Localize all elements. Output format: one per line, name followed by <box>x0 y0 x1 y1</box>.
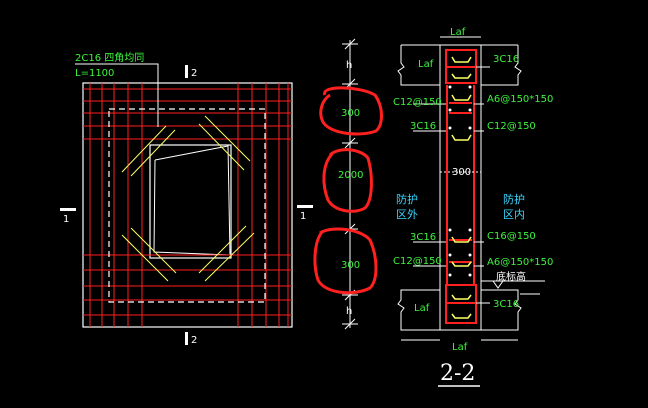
dimension-chain: h 300 2000 300 h <box>313 38 383 330</box>
section-mark-top <box>185 65 188 78</box>
section-mark-left-label: 1 <box>63 214 69 225</box>
protected-outside-1: 防护 <box>396 192 418 206</box>
rebar-note-line1: 2C16 四角均同 <box>75 52 144 64</box>
stirrup-right-3: C16@150 <box>487 231 536 242</box>
section-mark-right <box>297 205 313 208</box>
laf-left-top-label: Laf <box>418 59 434 70</box>
stirrup-right-4: A6@150*150 <box>487 257 553 268</box>
section-title: 2-2 <box>440 361 475 386</box>
laf-left-bottom-label: Laf <box>414 303 430 314</box>
stirrup-left-4: C12@150 <box>393 256 442 267</box>
dim-h-bottom: h <box>346 306 352 317</box>
markup-circles <box>313 86 383 295</box>
bottom-level-label: 底标高 <box>496 270 526 283</box>
section-rebars <box>445 49 477 324</box>
bar-bottom-label: 3C16 <box>493 299 519 310</box>
plan-vertical-rebars <box>89 83 289 327</box>
protected-inside-2: 区内 <box>503 207 525 221</box>
section-mark-bottom <box>185 332 188 345</box>
stirrup-right-2: C12@150 <box>487 121 536 132</box>
bar-left-2: 3C16 <box>410 121 436 132</box>
protected-outside-2: 区外 <box>396 208 418 221</box>
bar-left-3: 3C16 <box>410 232 436 243</box>
laf-bottom-label: Laf <box>452 342 468 353</box>
section-2-2: Laf Laf 3C16 C12@150 A6@150*150 3C16 C12… <box>393 27 553 387</box>
dim-300-top: 300 <box>341 108 360 119</box>
section-dots <box>448 85 472 277</box>
thickness-label: 300 <box>452 167 471 178</box>
plan-horizontal-rebars <box>83 88 292 316</box>
plan-view: 2C16 四角均同 L=1100 2 2 1 1 <box>60 52 313 346</box>
protected-inside-1: 防护 <box>503 192 525 206</box>
bar-top-label: 3C16 <box>493 54 519 65</box>
stirrup-right-1: A6@150*150 <box>487 94 553 105</box>
stirrup-left-1: C12@150 <box>393 97 442 108</box>
diagonal-rebars <box>121 115 255 282</box>
dim-h-top: h <box>346 60 352 71</box>
section-mark-left <box>60 208 76 211</box>
rebar-note-line2: L=1100 <box>75 68 114 79</box>
laf-top-label: Laf <box>450 27 466 38</box>
dim-300-bottom: 300 <box>341 260 360 271</box>
section-mark-bottom-label: 2 <box>191 335 197 346</box>
section-mark-right-label: 1 <box>300 211 306 222</box>
section-mark-top-label: 2 <box>191 68 197 79</box>
dim-2000: 2000 <box>338 170 363 181</box>
section-ties <box>451 56 472 319</box>
